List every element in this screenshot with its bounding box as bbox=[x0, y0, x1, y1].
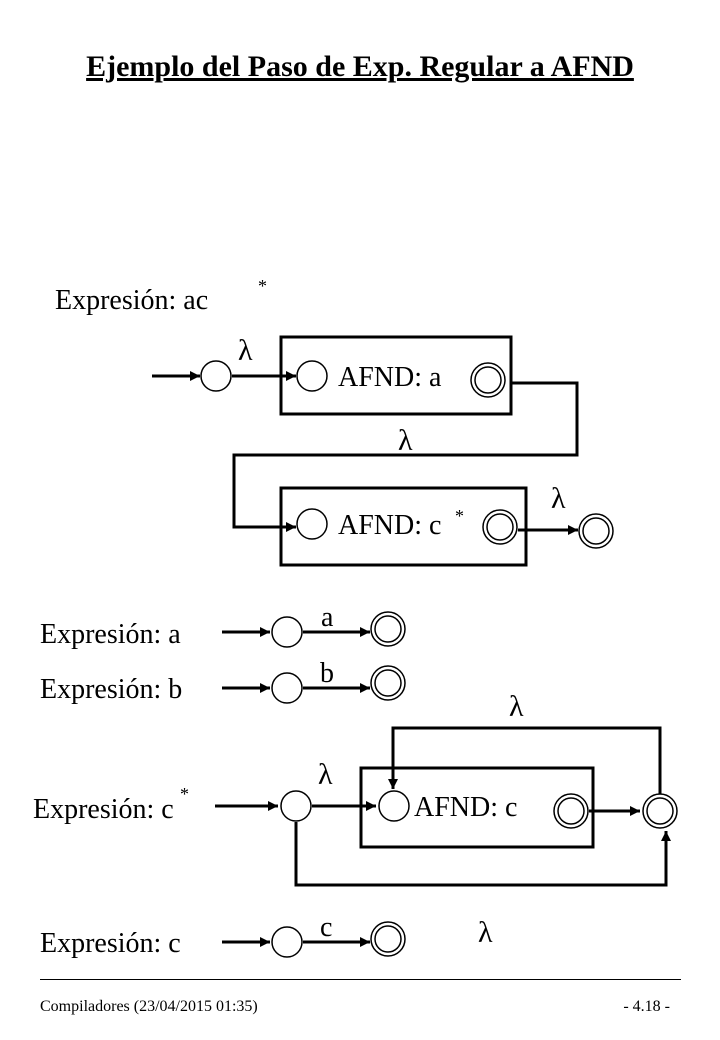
footer-divider bbox=[40, 979, 681, 980]
start-state bbox=[271, 616, 303, 648]
final-state-outer bbox=[370, 611, 406, 647]
start-state bbox=[271, 926, 303, 958]
start-state bbox=[280, 790, 312, 822]
footer-course-date: Compiladores (23/04/2015 01:35) bbox=[40, 998, 258, 1015]
skip-arrow bbox=[294, 822, 671, 887]
footer-page-number: - 4.18 - bbox=[623, 998, 670, 1015]
state bbox=[296, 508, 328, 540]
lambda-label: λ bbox=[509, 690, 524, 723]
section-c: Expresión: c c bbox=[40, 912, 406, 959]
kleene-star: * bbox=[180, 784, 189, 804]
section-b: Expresión: b b bbox=[40, 658, 406, 705]
final-state-inner bbox=[557, 797, 585, 825]
final-state-outer bbox=[482, 509, 518, 545]
final-state-outer bbox=[553, 793, 589, 829]
expression-label-c: Expresión: c bbox=[40, 928, 181, 959]
lambda-label: λ bbox=[398, 424, 413, 457]
connector-arrow bbox=[232, 381, 579, 532]
expression-label-c-star: Expresión: c bbox=[33, 794, 174, 825]
lambda-label: λ bbox=[238, 334, 253, 367]
afnd-box-a-label: AFND: a bbox=[338, 362, 442, 393]
transition-symbol-b: b bbox=[320, 658, 334, 689]
final-state-outer bbox=[370, 665, 406, 701]
section-a: Expresión: a a bbox=[40, 602, 406, 650]
lambda-label: λ bbox=[318, 758, 333, 791]
afnd-box-c-star-label: AFND: c bbox=[338, 510, 441, 541]
lambda-label: λ bbox=[478, 916, 493, 949]
afnd-box-c bbox=[359, 766, 595, 849]
loop-back-arrow bbox=[388, 726, 662, 794]
final-state-outer bbox=[470, 362, 506, 398]
final-state-inner bbox=[486, 513, 514, 541]
final-state-outer bbox=[578, 513, 614, 549]
state bbox=[378, 790, 410, 822]
final-state-outer bbox=[642, 793, 678, 829]
kleene-star: * bbox=[258, 276, 267, 296]
final-state-inner bbox=[374, 615, 402, 643]
transition-symbol-a: a bbox=[321, 602, 334, 633]
final-state-outer bbox=[370, 921, 406, 957]
section-c-star: Expresión: c * λ λ AFND: c λ bbox=[33, 690, 678, 949]
lambda-label: λ bbox=[551, 482, 566, 515]
final-state-inner bbox=[646, 797, 674, 825]
afnd-box-c-label: AFND: c bbox=[414, 792, 517, 823]
final-state-inner bbox=[374, 925, 402, 953]
kleene-star: * bbox=[455, 506, 464, 526]
afnd-box-a bbox=[279, 335, 513, 416]
start-state bbox=[200, 360, 232, 392]
expression-label-ac-star: Expresión: ac bbox=[55, 285, 208, 316]
afnd-box-c-star bbox=[279, 486, 528, 567]
expression-label-b: Expresión: b bbox=[40, 674, 182, 705]
final-state-inner bbox=[374, 669, 402, 697]
final-state-inner bbox=[474, 366, 502, 394]
section-ac-star: Expresión: ac * λ AFND: a λ AFND: c * λ bbox=[55, 276, 614, 567]
page-title: Ejemplo del Paso de Exp. Regular a AFND bbox=[86, 50, 634, 83]
start-state bbox=[271, 672, 303, 704]
expression-label-a: Expresión: a bbox=[40, 619, 181, 650]
final-state-inner bbox=[582, 517, 610, 545]
transition-symbol-c: c bbox=[320, 912, 332, 943]
state bbox=[296, 360, 328, 392]
